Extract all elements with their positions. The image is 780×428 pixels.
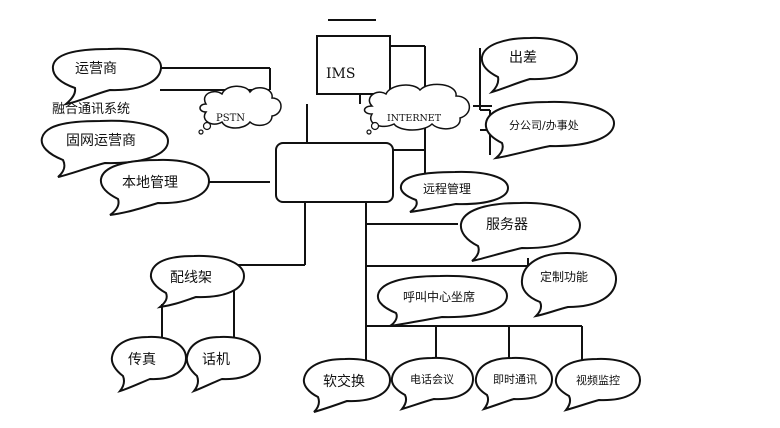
- node-business-trip: 出差: [480, 36, 579, 94]
- ims-node: IMS: [316, 35, 391, 95]
- node-local-mgmt: 本地管理: [99, 158, 211, 216]
- node-carrier: 运营商: [51, 47, 162, 106]
- carrier-label: 运营商: [75, 61, 117, 77]
- pstn-cloud: PSTN: [198, 85, 282, 135]
- node-distribution-frame: 配线架: [149, 254, 246, 309]
- ims-box: [316, 35, 391, 95]
- softswitch-label: 软交换: [323, 373, 365, 390]
- call-center-label: 呼叫中心坐席: [403, 289, 475, 304]
- ims-label: IMS: [326, 66, 355, 82]
- node-fixed-carrier: 固网运营商: [40, 119, 170, 178]
- node-call-center: 呼叫中心坐席: [376, 274, 509, 327]
- node-server: 服务器: [459, 201, 582, 262]
- remote-mgmt-label: 远程管理: [423, 181, 471, 196]
- fixed-carrier-label: 固网运营商: [66, 133, 136, 149]
- core-switch-box: [275, 142, 394, 203]
- telephone-label: 话机: [202, 352, 230, 368]
- pstn-label: PSTN: [216, 113, 245, 124]
- local-mgmt-label: 本地管理: [122, 175, 178, 191]
- node-fax: 传真: [110, 335, 188, 393]
- node-conference: 电话会议: [390, 356, 475, 411]
- conference-label: 电话会议: [410, 373, 454, 386]
- node-telephone: 话机: [185, 335, 262, 394]
- internet-cloud: INTERNET: [363, 83, 470, 135]
- diagram-title: 融合通讯系统: [52, 102, 130, 117]
- business-trip-label: 出差: [509, 50, 537, 66]
- video-monitoring-label: 视频监控: [576, 373, 620, 387]
- server-label: 服务器: [486, 217, 528, 233]
- instant-messaging-label: 即时通讯: [493, 373, 537, 386]
- distribution-frame-label: 配线架: [170, 270, 212, 286]
- custom-functions-label: 定制功能: [540, 269, 588, 284]
- node-softswitch: 软交换: [302, 357, 392, 413]
- node-branch-office: 分公司/办事处: [484, 100, 616, 160]
- fax-label: 传真: [128, 352, 156, 368]
- internet-label: INTERNET: [387, 113, 442, 124]
- node-video-monitoring: 视频监控: [554, 357, 642, 412]
- node-remote-mgmt: 远程管理: [399, 170, 510, 213]
- node-custom-functions: 定制功能: [520, 251, 618, 318]
- node-instant-messaging: 即时通讯: [474, 356, 554, 411]
- branch-office-label: 分公司/办事处: [509, 119, 579, 132]
